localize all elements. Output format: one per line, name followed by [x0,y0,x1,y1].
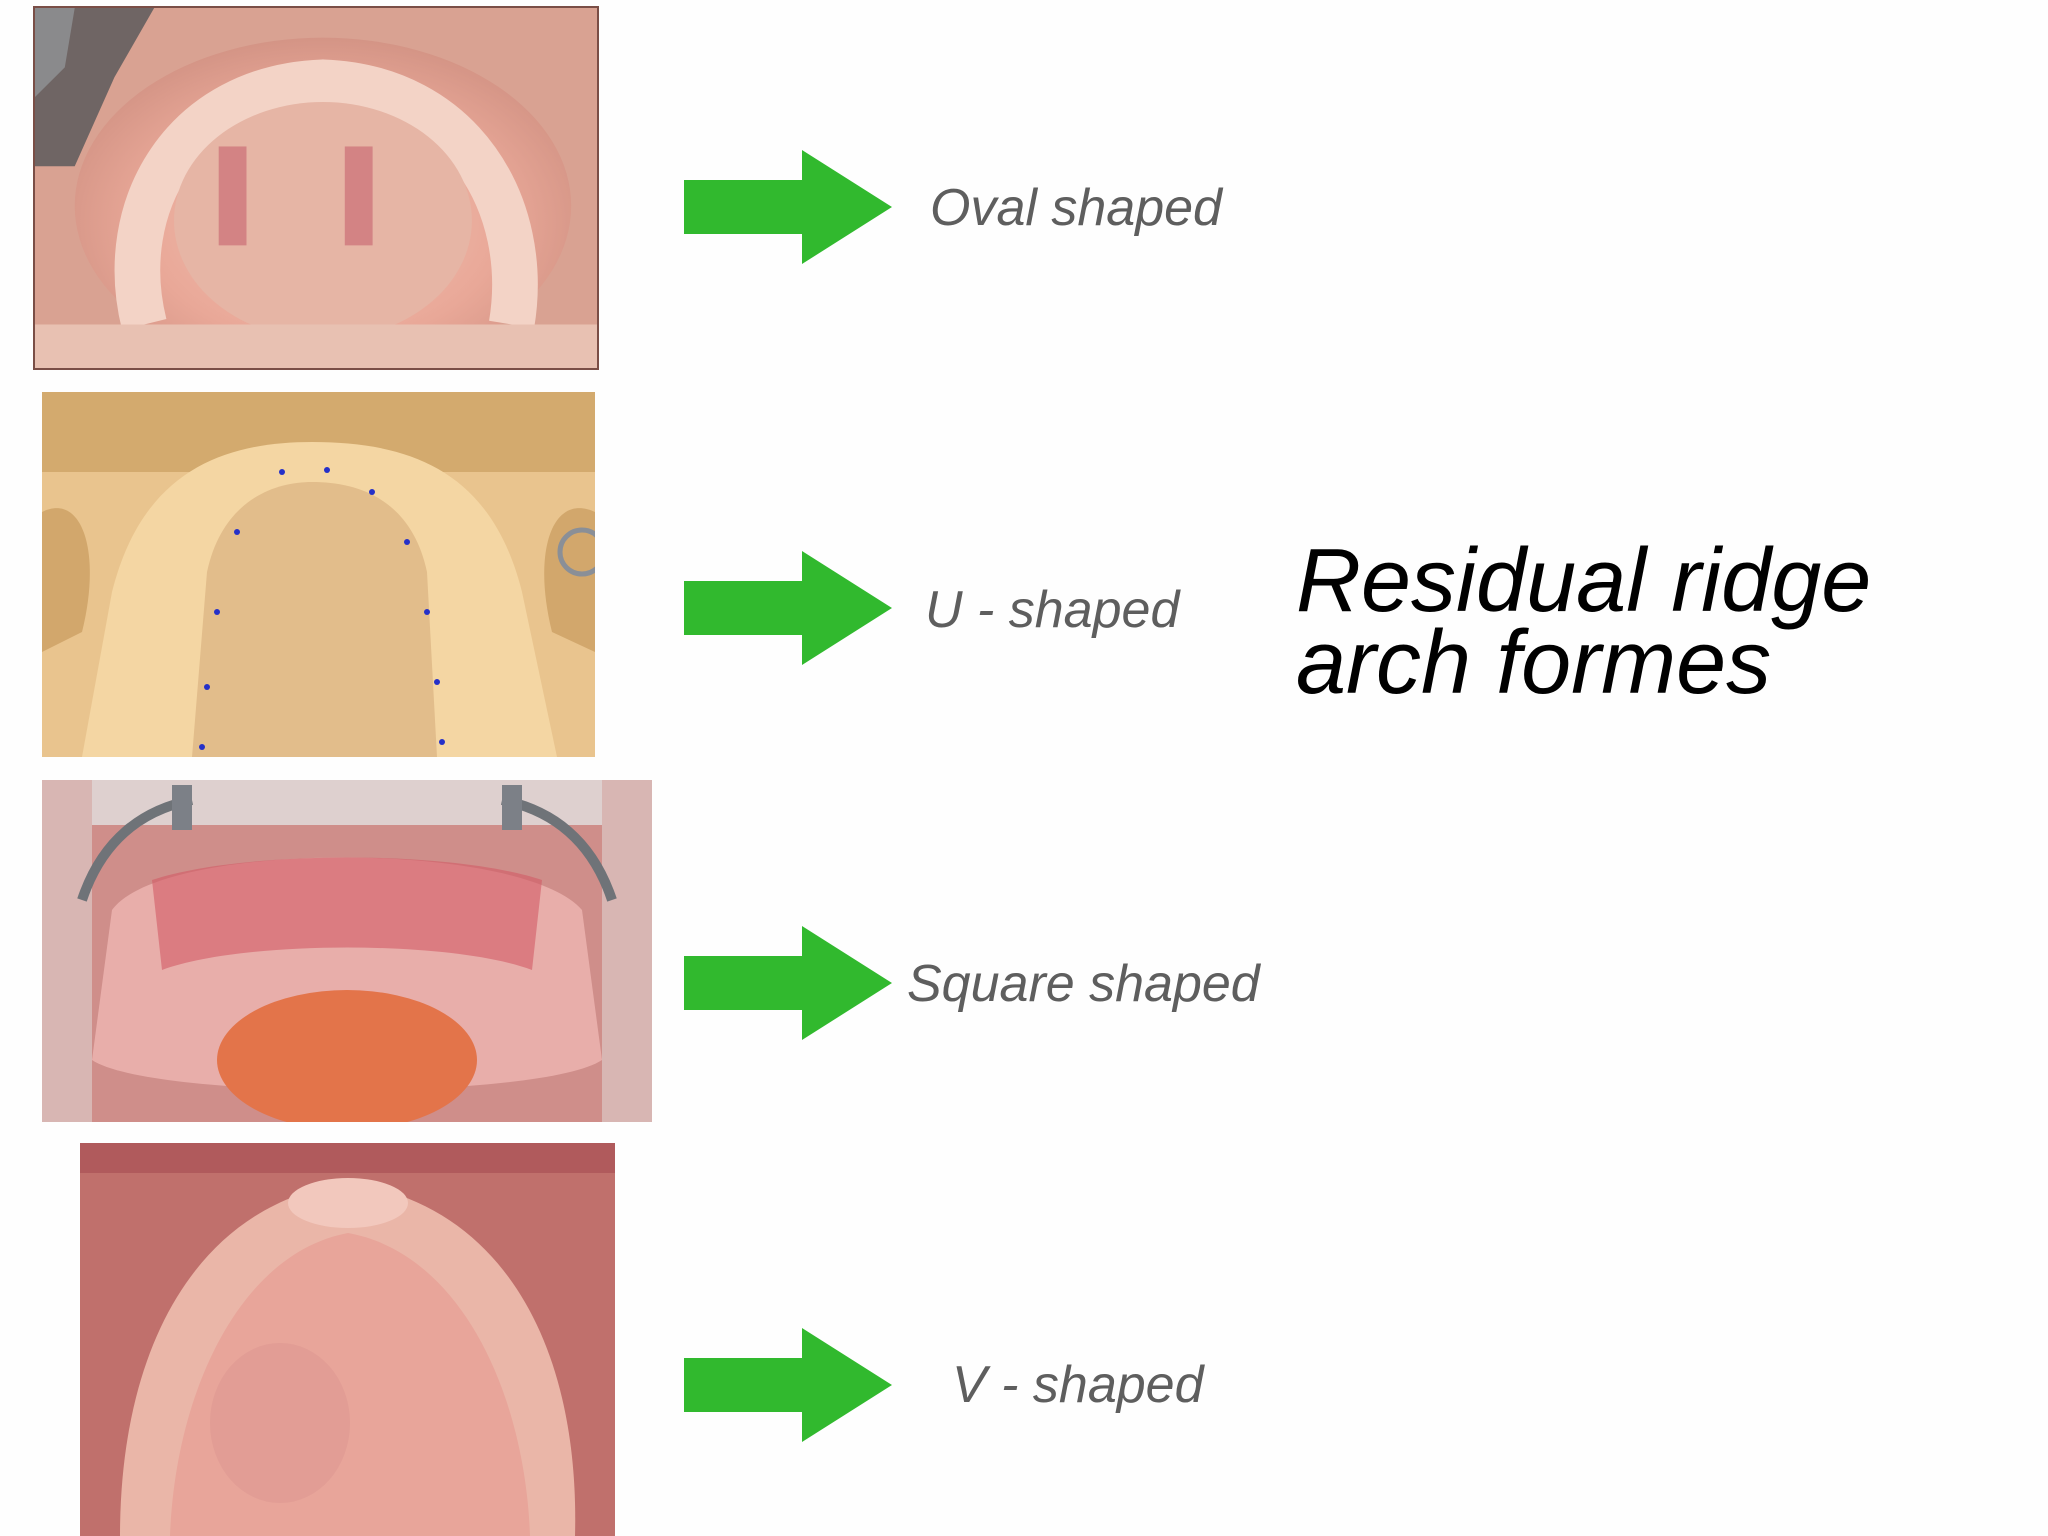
slide-title-line-1: Residual ridge [1296,531,1872,631]
slide-title: Residual ridge arch formes [1296,531,1996,713]
slide-title-line-2: arch formes [1296,613,1772,713]
v-arch-photo [80,1143,615,1536]
arrow-right-icon [684,1328,892,1442]
u-shaped-label: U - shaped [925,581,1180,639]
u-arch-photo [42,392,595,757]
arrow-right-icon [684,551,892,665]
arrow-right-icon [684,926,892,1040]
arrow-right-icon [684,150,892,264]
oval-arch-photo [33,6,599,370]
square-arch-photo [42,780,652,1122]
v-shaped-label: V - shaped [952,1356,1204,1414]
square-shaped-label: Square shaped [907,955,1260,1013]
oval-shaped-label: Oval shaped [930,179,1222,237]
